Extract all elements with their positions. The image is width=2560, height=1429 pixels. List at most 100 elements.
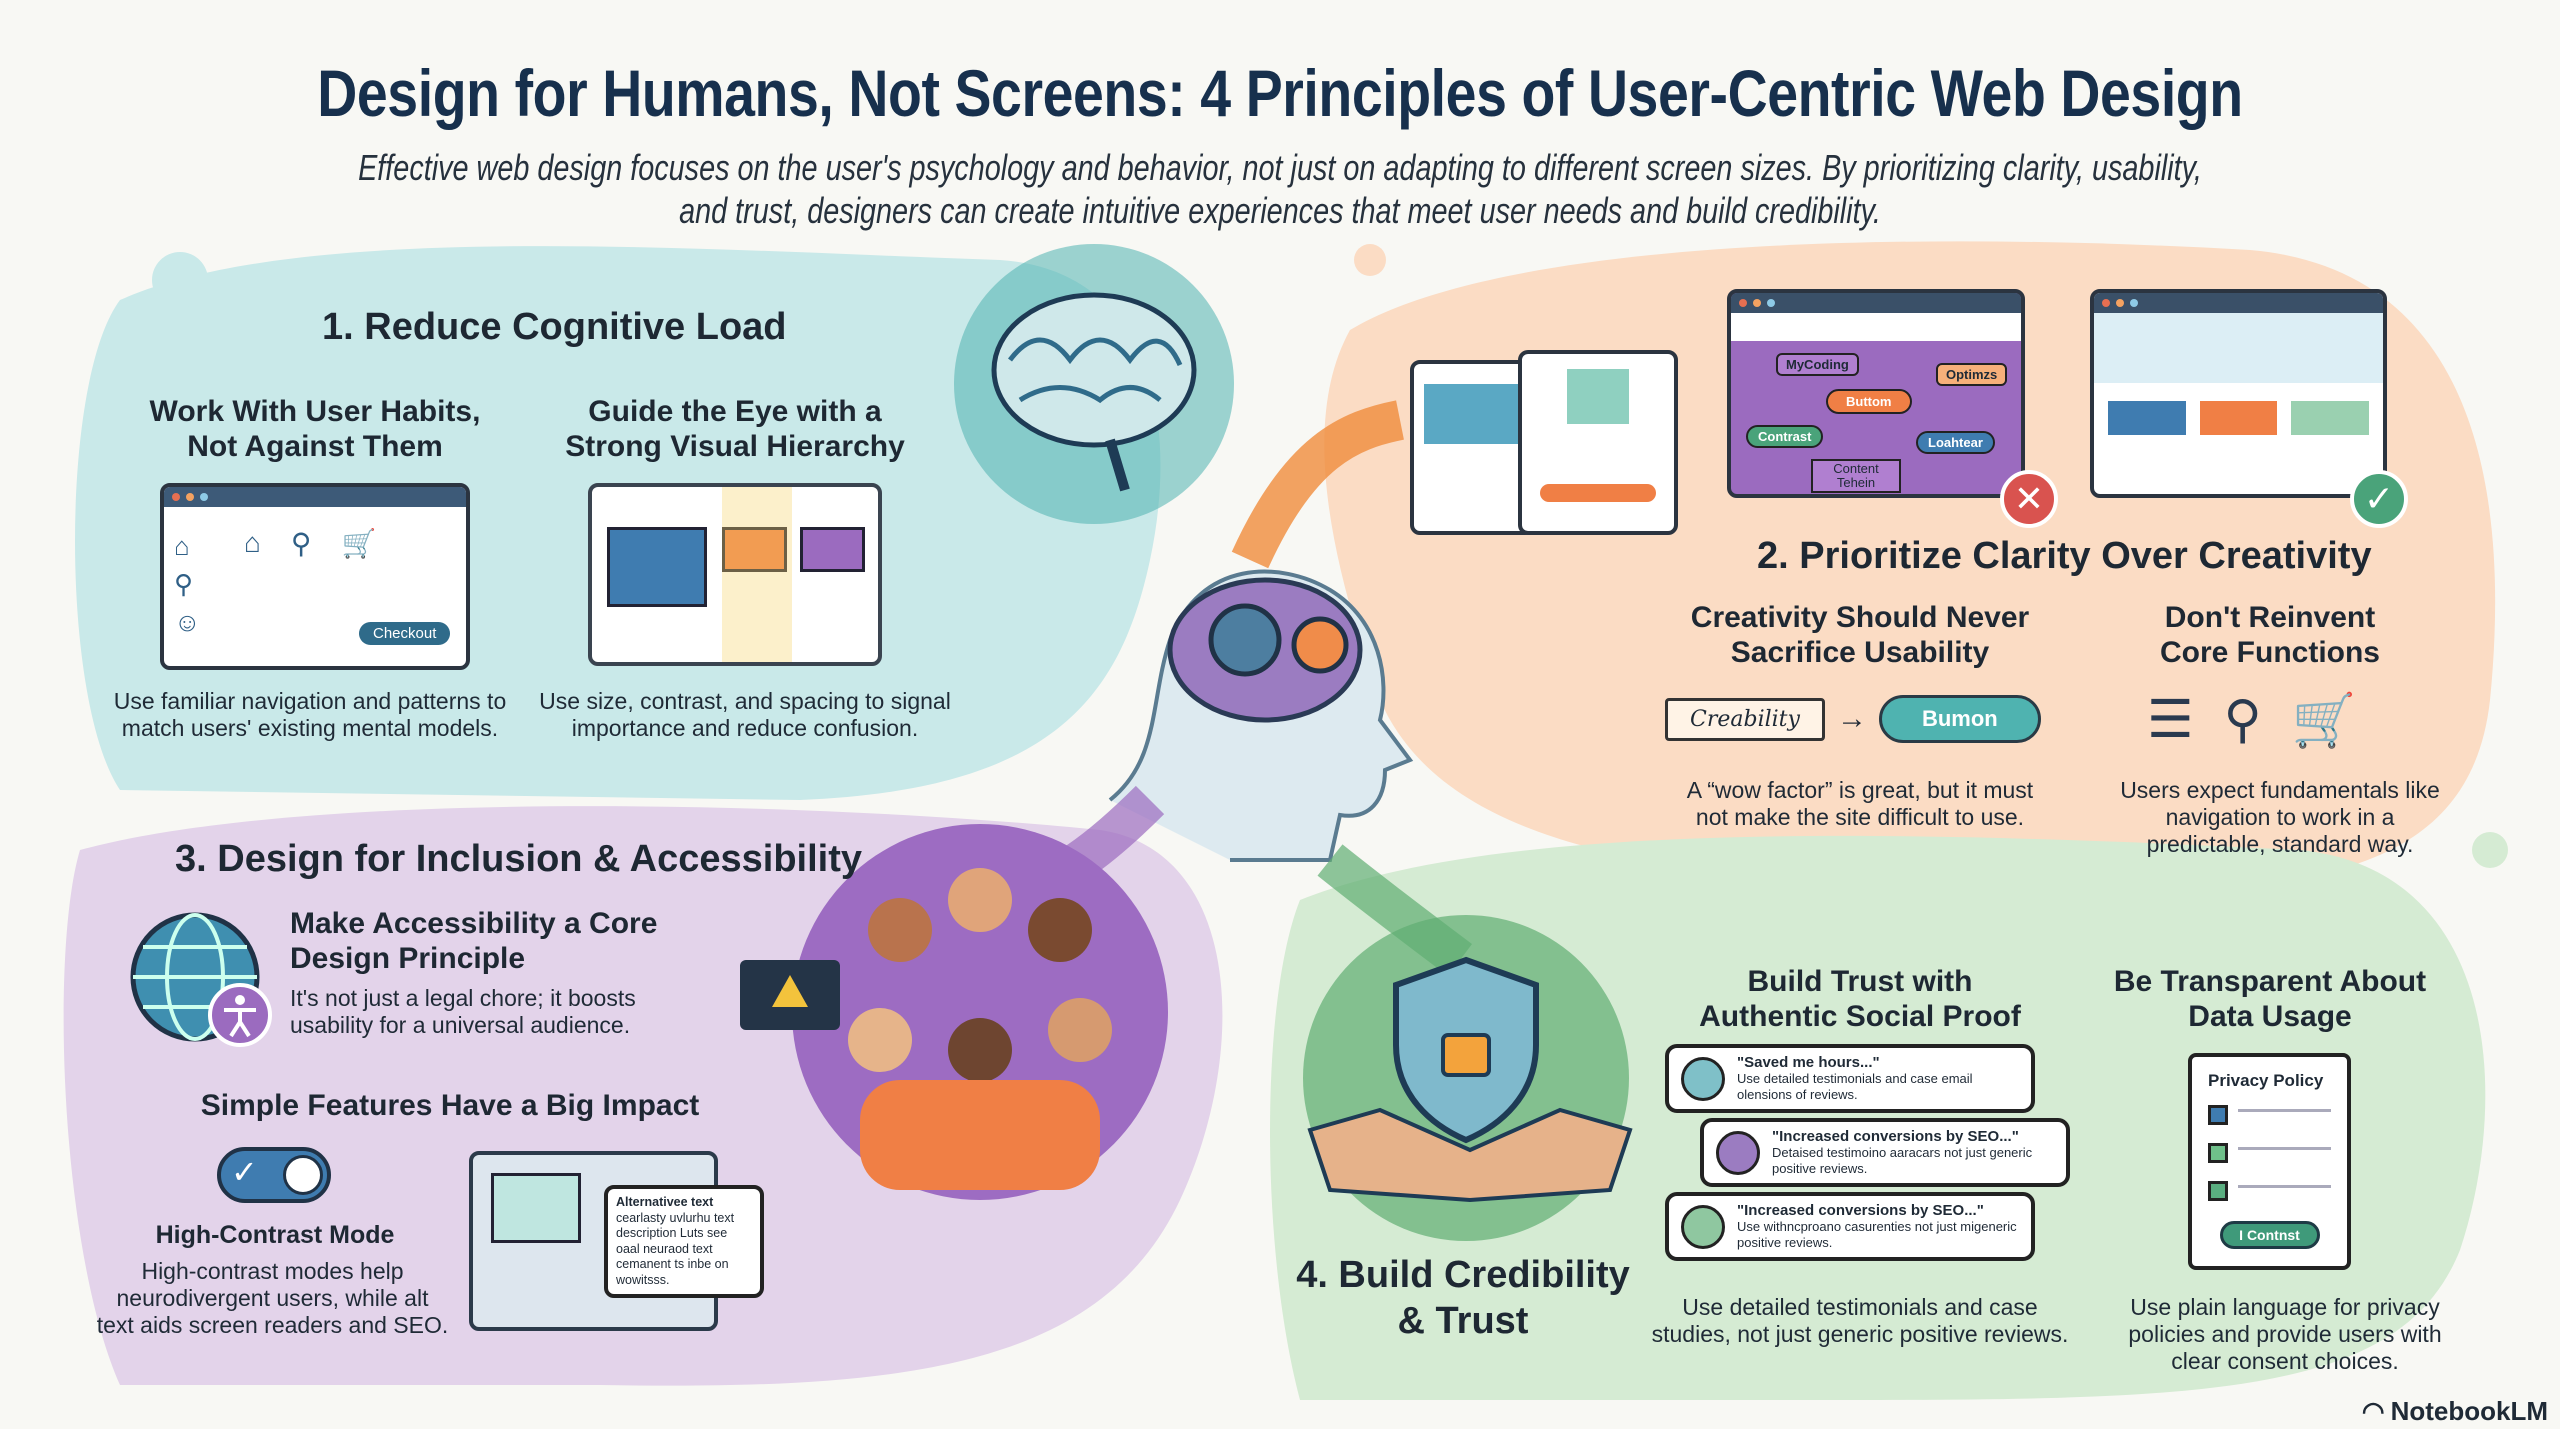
checkbox[interactable] [2208,1143,2228,1163]
toggle-knob [283,1155,323,1195]
alt-text-line: description Luts see [616,1226,728,1240]
brand-name: NotebookLM [2390,1396,2548,1426]
shield-handshake-illustration [1303,915,1633,1241]
avatar [1681,1056,1725,1101]
title-line: Authentic Social Proof [1699,1000,2021,1033]
check-icon: ✓ [231,1154,258,1190]
search-icon: ⚲ [174,569,194,599]
head-silhouette [1108,569,1414,862]
hierarchy-mockup [588,483,882,666]
home-icon: ⌂ [174,531,190,561]
testimonial-text: Use detailed testimonials and case email… [1737,1071,1973,1102]
avatar [1681,1204,1725,1249]
testimonial-text: Use withncproano casurenties not just mi… [1737,1219,2017,1250]
card [2199,401,2278,435]
caption-line: Use plain language for privacy [2130,1294,2440,1320]
hero-area [2094,313,2383,383]
alt-text-line: cearlasty uvlurhu text [616,1210,735,1225]
caption-line: clear consent choices. [2171,1348,2399,1374]
subtitle-line: and trust, designers can create intuitiv… [679,190,1881,231]
page-title: Design for Humans, Not Screens: 4 Princi… [317,56,2243,130]
title-line: Sacrifice Usability [1730,636,1990,669]
check-icon: ✓ [2350,470,2408,528]
nav-circles: ⌂⚲🛒 [244,527,376,560]
nav-icons: ⌂ ⚲ ☺ [174,527,201,641]
alt-text-line: Alternativee text [616,1195,714,1209]
home-icon: ⌂ [244,527,261,558]
hero-block [607,527,707,607]
high-contrast-toggle[interactable]: ✓ [217,1147,331,1203]
accessibility-icon [208,983,272,1047]
alt-text-line: oaal neuraod text [616,1241,713,1256]
chaotic-label: Optimzs [1936,363,2008,386]
consent-button[interactable]: I Contnst [2219,1221,2320,1249]
testimonial-card: "Increased conversions by SEO..."Detaise… [1700,1118,2070,1187]
browser-bar [2094,293,2383,313]
avatar [1716,1130,1760,1175]
chaotic-label: MyCoding [1776,353,1859,376]
text-line: usability for a universal audience. [290,1012,631,1038]
caption-line: Use familiar navigation and patterns to [113,688,507,714]
cluttered-mockup: MyCoding Buttom Optimzs Contrast Loahtea… [1727,289,2025,498]
section2-heading: 2. Prioritize Clarity Over Creativity [1757,535,2372,577]
toggle-label: High-Contrast Mode [155,1221,395,1249]
title-line: Data Usage [2188,1000,2352,1033]
clean-mockup [2090,289,2387,498]
title-line: Strong Visual Hierarchy [565,430,905,463]
sample-button[interactable]: Bumon [1878,695,2041,743]
title-line: Make Accessibility a Core [290,907,658,940]
image-placeholder [1567,369,1629,424]
notebooklm-icon: ◠ [2361,1396,2385,1426]
privacy-policy-document: Privacy Policy I Contnst [2188,1053,2351,1270]
simple-features-title: Simple Features Have a Big Impact [200,1089,700,1122]
testimonial-quote: "Increased conversions by SEO..." [1772,1128,2019,1145]
warning-icon [772,975,808,1007]
caption-line: studies, not just generic positive revie… [1651,1321,2069,1347]
x-icon: ✕ [2000,470,2058,528]
caption-line: Users expect fundamentals like [2120,777,2440,803]
cart-icon: 🛒 [2291,692,2357,750]
brain-illustration [954,244,1234,524]
cta-bar [1540,484,1656,502]
card [2108,401,2186,435]
arrow-right-icon: → [1836,702,1867,735]
header-bar [1731,313,2021,341]
chaotic-label: Contrast [1746,425,1824,448]
checkout-button[interactable]: Checkout [359,622,451,645]
testimonial-quote: "Saved me hours..." [1737,1054,1880,1071]
creativity-to-button-diagram: Creability → Bumon [1665,695,2041,743]
image-placeholder [1424,384,1521,444]
caption-line: navigation to work in a [2165,804,2395,830]
user-icon: ☺ [174,607,201,637]
title-line: Core Functions [2159,636,2380,669]
testimonial-card: "Saved me hours..."Use detailed testimon… [1665,1044,2035,1113]
subtitle-line: Effective web design focuses on the user… [358,147,2202,188]
title-line: Be Transparent About [2113,965,2427,998]
chaotic-label: Loahtear [1916,431,1995,454]
title-line: Work With User Habits, [149,395,481,428]
heading-line: 4. Build Credibility [1296,1254,1630,1296]
caption-line: not make the site difficult to use. [1695,804,2025,830]
caption-line: Use size, contrast, and spacing to signa… [539,688,951,714]
testimonial-card: "Increased conversions by SEO..."Use wit… [1665,1192,2035,1261]
image-icon [491,1173,581,1243]
page-subtitle: Effective web design focuses on the user… [256,146,2304,232]
caption-line: neurodivergent users, while alt [116,1285,429,1311]
caption-line: predictable, standard way. [2146,831,2414,857]
heading-line: & Trust [1397,1300,1529,1342]
title-line: Guide the Eye with a [588,395,882,428]
card [2291,401,2370,435]
caption-line: Use detailed testimonials and case [1682,1294,2038,1320]
navigation-mockup: ⌂ ⚲ ☺ ⌂⚲🛒 Checkout [160,483,470,670]
checkbox[interactable] [2208,1181,2228,1201]
title-line: Not Against Them [187,430,443,463]
section1-heading: 1. Reduce Cognitive Load [322,306,787,348]
checkbox[interactable] [2208,1105,2228,1125]
